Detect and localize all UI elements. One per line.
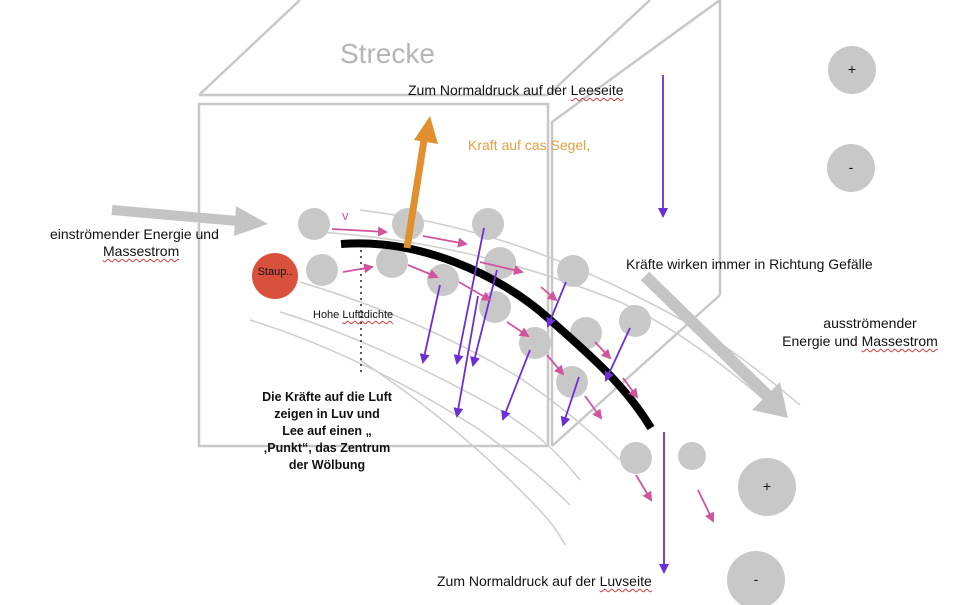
gradient-label: Kräfte wirken immer in Richtung Gefälle bbox=[626, 256, 873, 272]
outflow-label-line1: ausströmender bbox=[823, 315, 917, 331]
density-label-word: Lufttdichte bbox=[342, 309, 394, 321]
minus-sign-top: - bbox=[848, 159, 854, 175]
outflow-label-line2: Energie und Massestrom bbox=[760, 332, 960, 350]
lee-label: Zum Normaldruck auf der Leeseite bbox=[408, 82, 624, 98]
frame-lines bbox=[197, 0, 722, 448]
lee-label-text: Zum Normaldruck auf der bbox=[408, 82, 571, 98]
plus-sign-top: + bbox=[847, 61, 857, 77]
front-frame bbox=[197, 102, 550, 448]
sail-force-arrow bbox=[403, 116, 438, 249]
density-label-hohe: Hohe bbox=[313, 309, 343, 321]
forces-explanation: Die Kräfte auf die Luft zeigen in Luv un… bbox=[262, 390, 392, 472]
air-particles bbox=[298, 208, 706, 474]
luv-label-text: Zum Normaldruck auf der bbox=[437, 573, 600, 589]
force-arrows bbox=[419, 227, 631, 427]
outflow-label-line2-text: Energie und bbox=[782, 333, 862, 349]
inflow-label-line2: Massestrom bbox=[103, 243, 180, 259]
stagnation-label: Staup.. bbox=[257, 266, 293, 278]
lee-label-word: Leeseite bbox=[570, 82, 624, 98]
inflow-label: einströmender Energie und Massestrom bbox=[50, 226, 250, 260]
minus-sign-bottom: - bbox=[753, 571, 759, 587]
stagnation-point bbox=[252, 253, 298, 299]
outflow-label-line2-word: Massestrom bbox=[861, 333, 938, 349]
plus-sign-bottom: + bbox=[762, 478, 772, 494]
frame-top-left-edge bbox=[198, 0, 301, 96]
minus-circle-top bbox=[827, 144, 875, 192]
frame-top-right-edge bbox=[547, 0, 651, 96]
kraft-label: Kraft auf cas Segel, bbox=[468, 137, 591, 153]
inflow-label-line1: einströmender Energie und bbox=[50, 226, 219, 242]
minus-circle-bottom bbox=[727, 551, 785, 605]
flow-out-arrow bbox=[640, 271, 788, 418]
velocity-v-label: v bbox=[342, 208, 349, 223]
luv-label-word: Luvseite bbox=[599, 573, 652, 589]
outflow-label: ausströmender Energie und Massestrom bbox=[760, 314, 960, 350]
pressure-circles bbox=[727, 46, 876, 605]
frame-right-upper bbox=[550, 0, 721, 446]
flow-in-arrow bbox=[111, 205, 268, 236]
sail-curve bbox=[340, 239, 655, 431]
luv-label: Zum Normaldruck auf der Luvseite bbox=[437, 573, 652, 589]
plus-circle-top bbox=[828, 46, 876, 94]
density-label: Hohe Lufttdichte bbox=[313, 309, 393, 321]
velocity-arrows bbox=[331, 226, 715, 523]
title-strecke: Strecke bbox=[340, 38, 435, 69]
plus-circle-bottom bbox=[738, 458, 796, 516]
